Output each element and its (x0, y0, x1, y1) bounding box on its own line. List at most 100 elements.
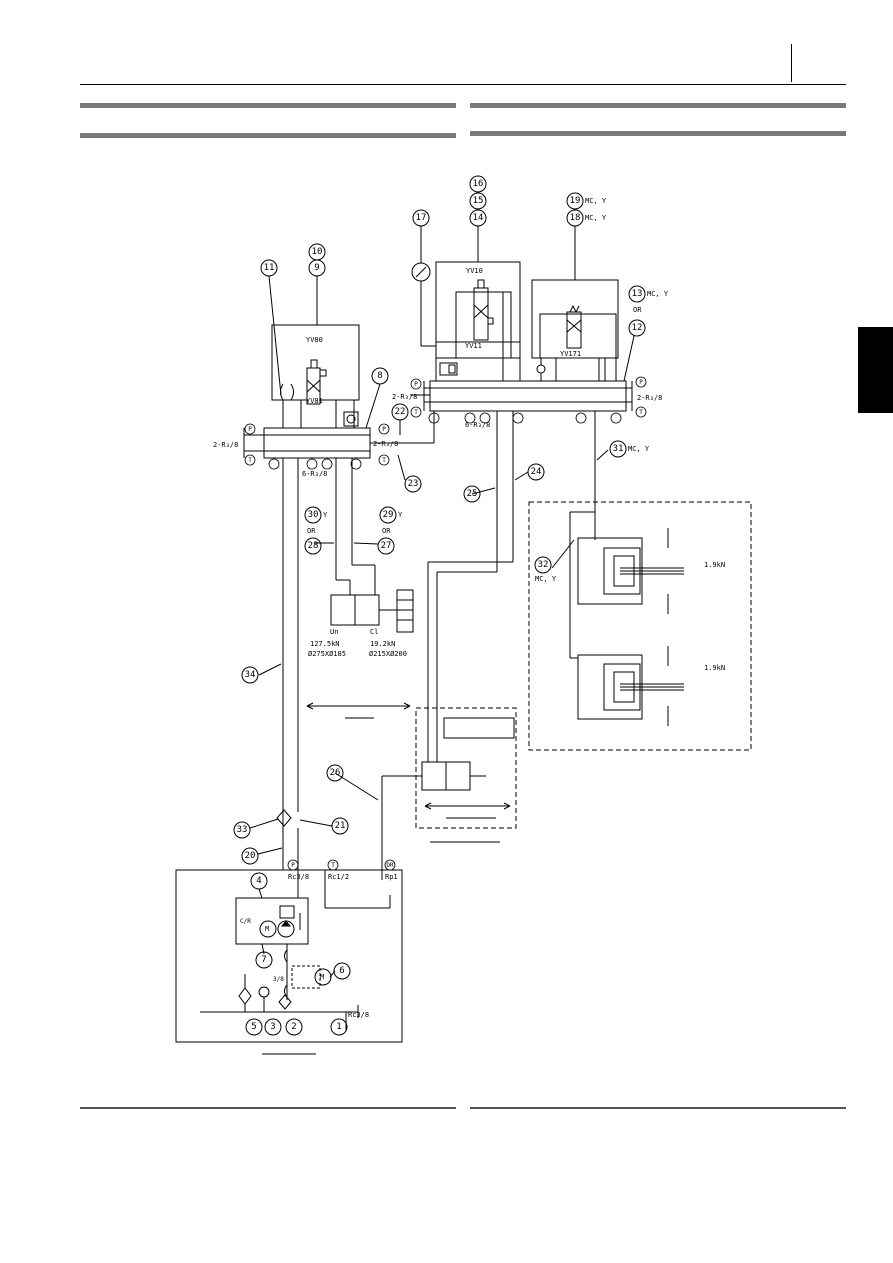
callout-5: 5 (251, 1022, 257, 1032)
label-un: Un (330, 628, 339, 636)
label-r38-right: 2-R₃/8 (637, 394, 663, 402)
label-yv10: YV10 (466, 267, 483, 275)
callout-31: 31 (612, 444, 624, 454)
label-mcy-31: MC, Y (628, 445, 650, 453)
label-motor: M (265, 925, 270, 933)
label-dia-un: Ø275XØ185 (308, 650, 346, 658)
box-right (528, 501, 752, 751)
label-r38-mid: 2-R₃/8 (373, 440, 399, 448)
callout-15: 15 (472, 196, 484, 206)
callout-17: 17 (415, 213, 427, 223)
label-force-un: 127.5kN (310, 640, 340, 648)
label-clamp-force-upper: 1.9kN (704, 561, 726, 569)
label-yv80: YV80 (306, 336, 323, 344)
callout-25: 25 (466, 489, 478, 499)
label-port-rc38: Rc3/8 (288, 873, 310, 881)
port-t-power: T (331, 862, 335, 869)
callout-4: 4 (256, 876, 262, 886)
label-force-cl: 19.2kN (370, 640, 396, 648)
callout-24: 24 (530, 467, 542, 477)
section-tab (858, 327, 893, 413)
label-cr: C/R (240, 918, 251, 925)
left-title-bar-top (80, 103, 456, 108)
port-t-right-l: T (414, 409, 418, 416)
callout-13: 13 (631, 289, 643, 299)
callout-2: 2 (291, 1022, 297, 1032)
callout-11: 11 (263, 263, 275, 273)
callout-22: 22 (394, 407, 406, 417)
box-center (415, 707, 517, 829)
reducing-valve (439, 362, 458, 376)
callout-18: 18 (569, 213, 581, 223)
clamp-upper (577, 528, 684, 614)
callout-16: 16 (472, 179, 484, 189)
footer-rule-left (80, 1107, 456, 1109)
port-p-right-l: P (414, 381, 418, 388)
label-r6-right: 6-R₃/8 (465, 421, 491, 429)
filter-33 (276, 809, 292, 827)
label-y-30: Y (323, 511, 328, 519)
label-y-29: Y (398, 511, 403, 519)
header-rule (80, 84, 846, 85)
label-mcy-19: MC, Y (585, 197, 607, 205)
label-mcy-13: MC, Y (647, 290, 669, 298)
callout-23: 23 (407, 479, 419, 489)
callout-26: 26 (329, 768, 341, 778)
callout-14: 14 (472, 213, 484, 223)
callout-3: 3 (270, 1022, 276, 1032)
port-dr-power: DR (386, 862, 394, 869)
label-dia-cl: Ø215XØ200 (369, 650, 407, 658)
label-r38-right-top: 2-R₃/8 (392, 393, 418, 401)
callout-33: 33 (236, 825, 248, 835)
callout-30: 30 (307, 510, 319, 520)
clamp-lower (577, 646, 684, 726)
callout-9: 9 (314, 263, 320, 273)
port-p-power: P (291, 862, 295, 869)
label-yv171: YV171 (560, 350, 582, 358)
port-t-mid: T (382, 457, 386, 464)
port-p-right-r: P (639, 379, 643, 386)
label-r38-left: 2-R₃/8 (213, 441, 239, 449)
port-p-mid: P (382, 426, 386, 433)
label-or-30: OR (307, 527, 316, 535)
callout-28: 28 (307, 541, 319, 551)
right-manifold (429, 380, 627, 412)
label-yv11: YV11 (465, 342, 482, 350)
callout-19: 19 (569, 196, 581, 206)
label-level: 3/8 (273, 976, 284, 983)
label-yv81: YV81 (306, 397, 323, 405)
label-or-13: OR (633, 306, 642, 314)
label-clamp-force-lower: 1.9kN (704, 664, 726, 672)
callout-29: 29 (382, 510, 394, 520)
check-valve-8 (343, 411, 359, 427)
label-motor-6: M (320, 973, 325, 981)
label-port-rp1: Rp1 (385, 873, 398, 881)
label-mcy-32: MC, Y (535, 575, 557, 583)
callout-34: 34 (244, 670, 256, 680)
right-title-bar-bottom (470, 131, 846, 136)
label-port-rc12: Rc1/2 (328, 873, 350, 881)
callout-10: 10 (311, 247, 323, 257)
callout-20: 20 (244, 851, 256, 861)
port-t-right-r: T (639, 409, 643, 416)
footer-rule-right (470, 1107, 846, 1109)
label-r6-left: 6-R₃/8 (302, 470, 328, 478)
header-divider (791, 44, 792, 82)
callout-1: 1 (336, 1022, 342, 1032)
callout-21: 21 (334, 821, 346, 831)
label-mcy-18: MC, Y (585, 214, 607, 222)
callout-7: 7 (261, 955, 267, 965)
label-cl: Cl (370, 628, 379, 636)
label-or-29: OR (382, 527, 391, 535)
port-p-left: P (248, 426, 252, 433)
label-rc38-bottom: Rc3/8 (348, 1011, 370, 1019)
callout-32: 32 (537, 560, 549, 570)
callout-12: 12 (631, 323, 643, 333)
port-t-left: T (248, 457, 252, 464)
pump-motor (235, 897, 309, 945)
callout-27: 27 (380, 541, 392, 551)
callout-6: 6 (339, 966, 345, 976)
callout-8: 8 (377, 371, 383, 381)
